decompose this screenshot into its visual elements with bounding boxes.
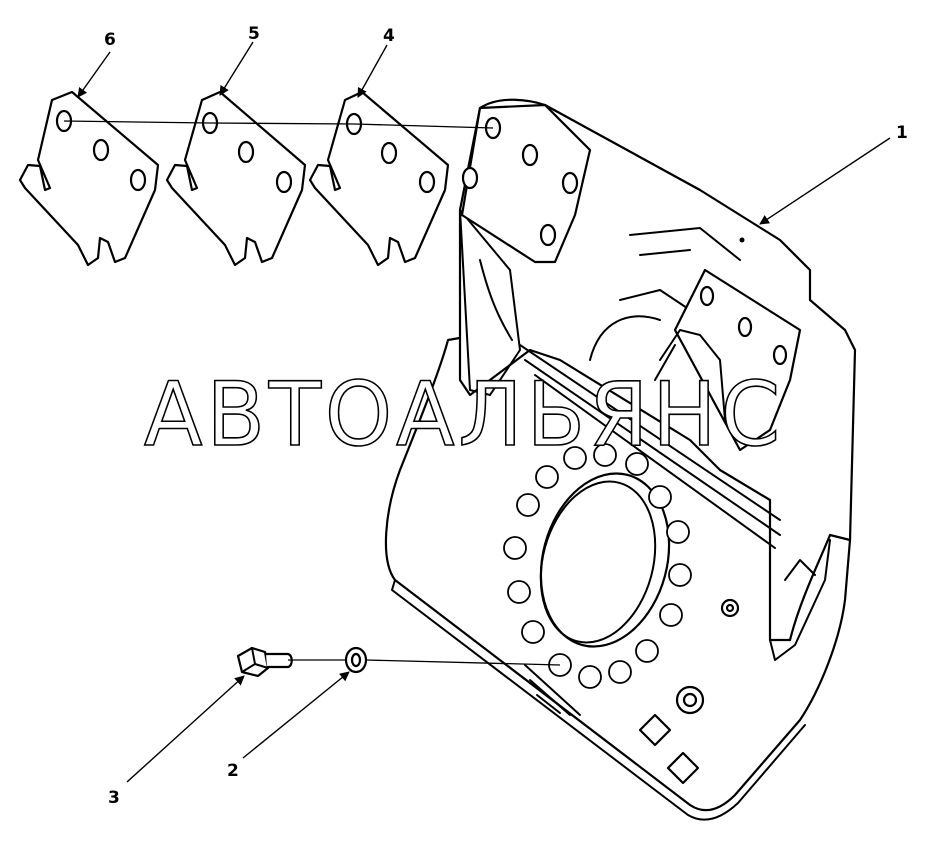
leader-4 bbox=[357, 44, 388, 98]
callout-3: 3 bbox=[108, 788, 120, 808]
fastener-alignment-line bbox=[288, 659, 561, 666]
bolt-ring bbox=[503, 443, 692, 689]
callout-4: 4 bbox=[383, 26, 395, 46]
callout-2: 2 bbox=[227, 761, 239, 781]
callout-6: 6 bbox=[104, 30, 116, 50]
callout-5: 5 bbox=[248, 24, 260, 44]
watermark-text: АВТОАЛЬЯНС bbox=[144, 363, 784, 466]
leader-5 bbox=[219, 41, 254, 96]
callout-1: 1 bbox=[896, 123, 908, 143]
shim-part-4 bbox=[308, 90, 450, 267]
leader-6 bbox=[77, 51, 111, 98]
shim-part-6 bbox=[18, 90, 160, 267]
main-bracket-part-1 bbox=[384, 98, 857, 821]
leader-3 bbox=[126, 675, 245, 783]
bolt-part-3 bbox=[236, 646, 293, 678]
shim-alignment-line bbox=[63, 120, 494, 129]
shim-part-5 bbox=[165, 90, 307, 267]
washer-part-2 bbox=[344, 646, 368, 674]
leader-2 bbox=[242, 671, 350, 759]
leader-1 bbox=[759, 137, 891, 225]
